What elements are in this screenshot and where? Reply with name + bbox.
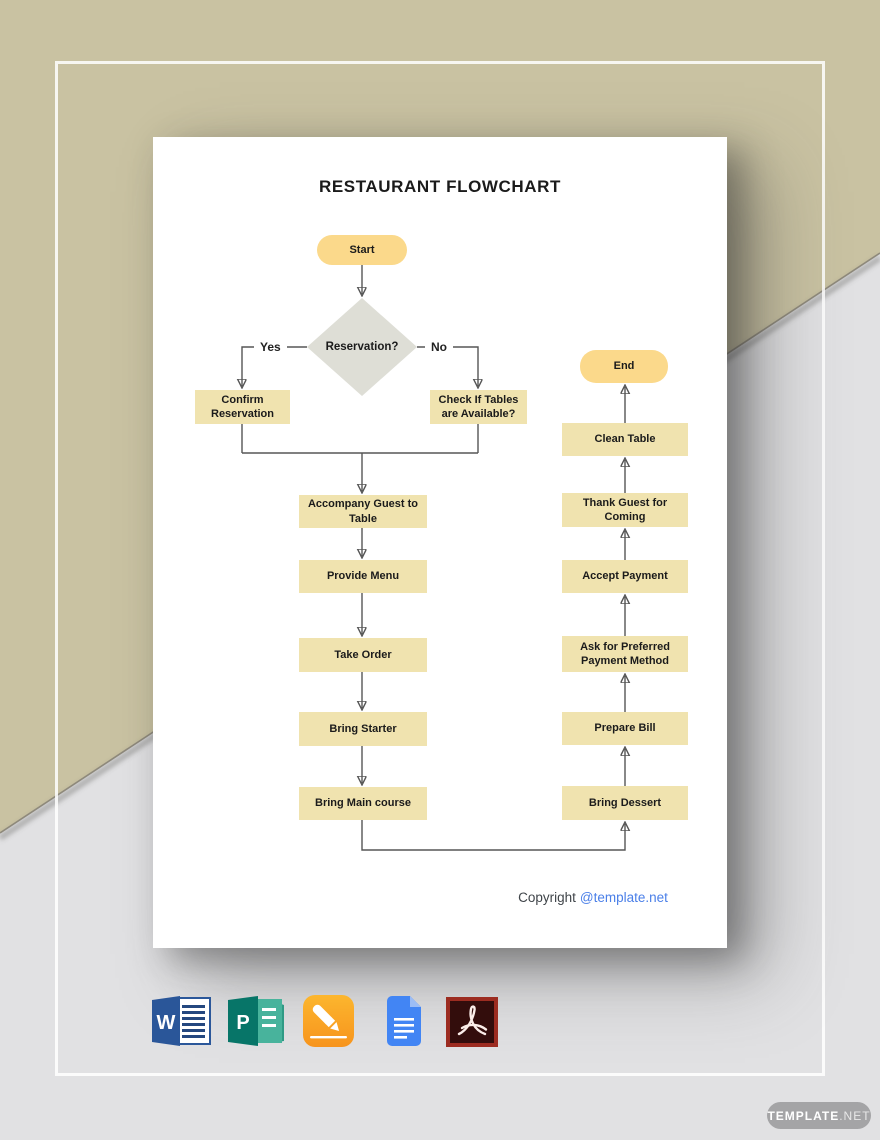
badge-text-bold: TEMPLATE (767, 1108, 840, 1123)
template-net-badge: TEMPLATE.NET (767, 1102, 871, 1129)
node-clean-table: Clean Table (562, 423, 688, 456)
frame-border (55, 61, 825, 1076)
node-bring-starter: Bring Starter (299, 712, 427, 746)
svg-text:W: W (157, 1012, 176, 1034)
node-take-order: Take Order (299, 638, 427, 672)
node-bring-dessert: Bring Dessert (562, 786, 688, 820)
start-node: Start (317, 235, 407, 265)
ms-publisher-icon[interactable]: P (228, 996, 286, 1046)
node-bring-main-course: Bring Main course (299, 787, 427, 820)
flow-connectors (153, 265, 727, 851)
end-node: End (580, 350, 668, 383)
branch-label-no: No (425, 339, 453, 355)
node-check-tables: Check If Tables are Available? (430, 390, 527, 424)
node-provide-menu: Provide Menu (299, 560, 427, 593)
node-ask-payment-method: Ask for Preferred Payment Method (562, 636, 688, 672)
node-accept-payment: Accept Payment (562, 560, 688, 593)
node-prepare-bill: Prepare Bill (562, 712, 688, 745)
google-docs-icon[interactable] (383, 995, 425, 1047)
ms-word-icon[interactable]: W (152, 996, 212, 1046)
adobe-acrobat-icon[interactable] (446, 997, 498, 1047)
branch-label-yes: Yes (254, 339, 287, 355)
template-net-link[interactable]: @template.net (579, 890, 668, 905)
copyright-line: Copyright@template.net (443, 890, 743, 905)
node-thank-guest: Thank Guest for Coming (562, 493, 688, 527)
badge-text-light: .NET (839, 1108, 871, 1123)
svg-text:P: P (236, 1012, 249, 1034)
document-sheet: RESTAURANT FLOWCHART Start Reservation? … (153, 137, 727, 948)
page-title: RESTAURANT FLOWCHART (318, 177, 562, 196)
apple-pages-icon[interactable] (303, 995, 354, 1047)
copyright-text: Copyright (518, 890, 576, 905)
node-confirm-reservation: Confirm Reservation (195, 390, 290, 424)
node-accompany-guest: Accompany Guest to Table (299, 495, 427, 528)
